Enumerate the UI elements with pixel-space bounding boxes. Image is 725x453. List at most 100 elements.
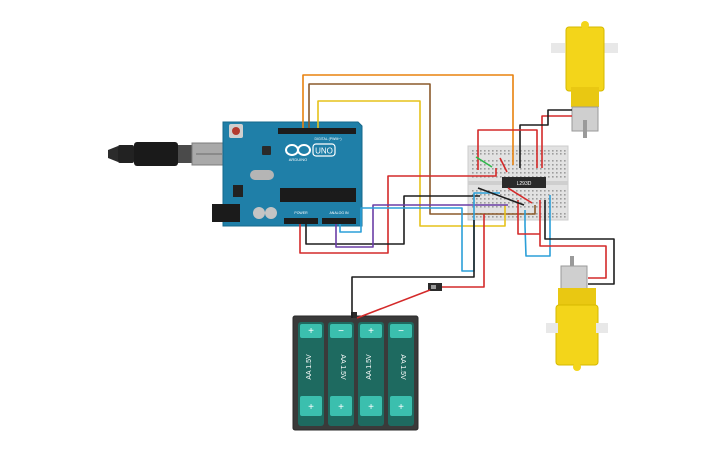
wire-red-motor-top[interactable] bbox=[541, 115, 572, 168]
breadboard-hole bbox=[484, 194, 486, 196]
breadboard-hole bbox=[536, 202, 538, 204]
breadboard-hole bbox=[560, 160, 562, 162]
breadboard-hole bbox=[532, 150, 534, 152]
breadboard-hole bbox=[520, 206, 522, 208]
dc-motor-bottom bbox=[546, 256, 608, 371]
wire-blue-right[interactable] bbox=[524, 195, 551, 257]
breadboard-hole bbox=[484, 150, 486, 152]
wire-red-battery[interactable] bbox=[356, 289, 431, 319]
wire-blue[interactable] bbox=[339, 192, 500, 272]
breadboard-hole bbox=[488, 168, 490, 170]
breadboard-hole bbox=[484, 153, 486, 155]
breadboard-hole bbox=[524, 153, 526, 155]
breadboard-hole bbox=[564, 164, 566, 166]
cell-1-label: AA 1.5V bbox=[306, 354, 313, 380]
breadboard-hole bbox=[476, 164, 478, 166]
wire-black-gnd[interactable] bbox=[305, 195, 480, 245]
breadboard-hole bbox=[500, 198, 502, 200]
breadboard-hole bbox=[496, 216, 498, 218]
breadboard-hole bbox=[564, 216, 566, 218]
breadboard-hole bbox=[556, 164, 558, 166]
breadboard-hole bbox=[512, 198, 514, 200]
battery-cell-4: − + AA 1.5V bbox=[388, 322, 414, 426]
cell-4-top-sign: − bbox=[398, 326, 404, 337]
breadboard-hole bbox=[564, 168, 566, 170]
breadboard-hole bbox=[556, 160, 558, 162]
breadboard-hole bbox=[524, 202, 526, 204]
breadboard-hole bbox=[560, 164, 562, 166]
breadboard-hole bbox=[564, 198, 566, 200]
breadboard-hole bbox=[560, 150, 562, 152]
breadboard-hole bbox=[524, 190, 526, 192]
wire-red-jumper[interactable] bbox=[499, 157, 508, 173]
breadboard-hole bbox=[524, 150, 526, 152]
breadboard-hole bbox=[480, 153, 482, 155]
wire-red-jumper-2[interactable] bbox=[507, 187, 533, 204]
wire-red-bb-right[interactable] bbox=[517, 200, 540, 235]
breadboard-hole bbox=[508, 153, 510, 155]
breadboard-hole bbox=[544, 190, 546, 192]
breadboard-hole bbox=[484, 168, 486, 170]
slide-switch[interactable] bbox=[428, 283, 442, 291]
breadboard-hole bbox=[548, 176, 550, 178]
cell-2-top-sign: − bbox=[338, 326, 344, 337]
breadboard-hole bbox=[488, 194, 490, 196]
breadboard-hole bbox=[496, 190, 498, 192]
breadboard-hole bbox=[492, 198, 494, 200]
breadboard-hole bbox=[524, 172, 526, 174]
breadboard-hole bbox=[528, 168, 530, 170]
breadboard-hole bbox=[548, 202, 550, 204]
breadboard-hole bbox=[516, 176, 518, 178]
breadboard-hole bbox=[492, 150, 494, 152]
breadboard-hole bbox=[560, 190, 562, 192]
breadboard-hole bbox=[520, 172, 522, 174]
wire-black-motor-top[interactable] bbox=[519, 109, 572, 168]
breadboard-hole bbox=[512, 194, 514, 196]
breadboard-hole bbox=[496, 206, 498, 208]
wire-brown[interactable] bbox=[308, 83, 536, 215]
breadboard-hole bbox=[496, 176, 498, 178]
breadboard-hole bbox=[532, 164, 534, 166]
wire-green-jumper[interactable] bbox=[475, 156, 493, 168]
cell-4-label: AA 1.5V bbox=[399, 354, 406, 380]
breadboard-hole bbox=[524, 194, 526, 196]
battery-pack: + + AA 1.5V − + AA 1.5V + + AA 1.5V − + … bbox=[292, 312, 419, 431]
wire-purple[interactable] bbox=[335, 204, 508, 248]
breadboard-hole bbox=[548, 190, 550, 192]
wire-black-jumper[interactable] bbox=[477, 187, 525, 206]
breadboard-hole bbox=[512, 216, 514, 218]
breadboard-hole bbox=[512, 202, 514, 204]
breadboard-hole bbox=[476, 172, 478, 174]
breadboard-hole bbox=[532, 198, 534, 200]
wire-red-motor-top-2[interactable] bbox=[477, 129, 538, 170]
breadboard-hole bbox=[544, 194, 546, 196]
breadboard-hole bbox=[552, 160, 554, 162]
wire-black-motor-bottom[interactable] bbox=[544, 200, 615, 285]
cell-4-bottom-sign: + bbox=[398, 402, 404, 413]
breadboard-hole bbox=[540, 150, 542, 152]
breadboard-hole bbox=[472, 164, 474, 166]
breadboard-hole bbox=[504, 150, 506, 152]
cell-1-bottom-sign: + bbox=[308, 402, 314, 413]
breadboard-hole bbox=[508, 150, 510, 152]
breadboard-hole bbox=[536, 198, 538, 200]
breadboard-hole bbox=[540, 190, 542, 192]
wire-red-power[interactable] bbox=[299, 168, 497, 254]
breadboard-hole bbox=[544, 198, 546, 200]
breadboard-hole bbox=[488, 172, 490, 174]
breadboard-hole bbox=[560, 153, 562, 155]
wire-yellow[interactable] bbox=[317, 100, 506, 227]
breadboard-hole bbox=[488, 150, 490, 152]
breadboard-hole bbox=[472, 216, 474, 218]
wire-orange[interactable] bbox=[302, 74, 514, 165]
wire-black-battery[interactable] bbox=[351, 220, 475, 318]
breadboard-hole bbox=[544, 153, 546, 155]
wire-red-switch[interactable] bbox=[442, 214, 485, 288]
breadboard-hole bbox=[508, 216, 510, 218]
breadboard-hole bbox=[484, 206, 486, 208]
breadboard-hole bbox=[532, 190, 534, 192]
breadboard-hole bbox=[528, 176, 530, 178]
breadboard-hole bbox=[500, 206, 502, 208]
wire-red-motor-bottom[interactable] bbox=[539, 200, 607, 279]
breadboard-hole bbox=[564, 172, 566, 174]
